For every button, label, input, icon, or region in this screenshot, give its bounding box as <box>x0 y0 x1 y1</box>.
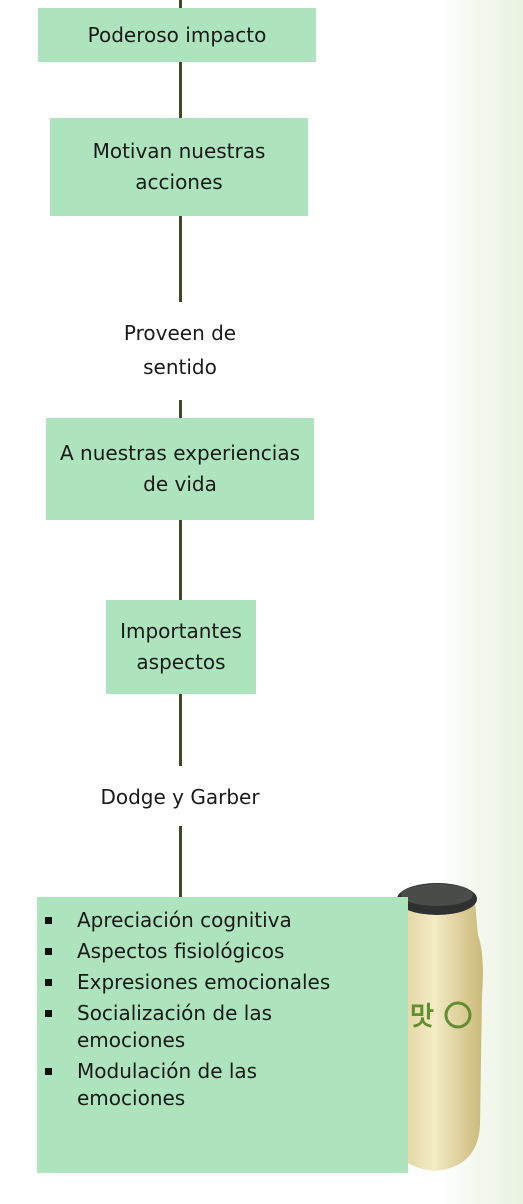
connector-line <box>179 826 182 898</box>
square-bullet-icon <box>45 1068 52 1075</box>
bottle-image: 맛 <box>385 883 483 1171</box>
list-item-text: Socialización de las emociones <box>77 1001 273 1052</box>
connector-line <box>179 694 182 766</box>
connector-line <box>179 400 182 418</box>
list-item: Apreciación cognitiva <box>37 907 408 934</box>
svg-text:맛: 맛 <box>410 1002 434 1032</box>
list-item: Modulación de las emociones <box>37 1058 297 1112</box>
list-item-text: Apreciación cognitiva <box>77 908 292 932</box>
connector-line <box>179 520 182 600</box>
list-item: Expresiones emocionales <box>37 969 408 996</box>
square-bullet-icon <box>45 1010 52 1017</box>
connector-line <box>179 216 182 302</box>
node-dodge-garber: Dodge y Garber <box>80 780 280 814</box>
node-importantes-aspectos: Importantes aspectos <box>106 600 256 694</box>
aspects-list-box: Apreciación cognitiva Aspectos fisiológi… <box>37 897 408 1173</box>
node-experiencias-vida: A nuestras experiencias de vida <box>46 418 314 520</box>
list-item-text: Expresiones emocionales <box>77 970 331 994</box>
aspects-list: Apreciación cognitiva Aspectos fisiológi… <box>37 907 408 1112</box>
node-poderoso-impacto: Poderoso impacto <box>38 8 316 62</box>
square-bullet-icon <box>45 979 52 986</box>
node-motivan-acciones: Motivan nuestras acciones <box>50 118 308 216</box>
connector-line <box>179 0 182 8</box>
square-bullet-icon <box>45 948 52 955</box>
list-item: Socialización de las emociones <box>37 1000 297 1054</box>
connector-line <box>179 62 182 118</box>
square-bullet-icon <box>45 917 52 924</box>
list-item: Aspectos fisiológicos <box>37 938 408 965</box>
list-item-text: Aspectos fisiológicos <box>77 939 285 963</box>
list-item-text: Modulación de las emociones <box>77 1059 258 1110</box>
node-proveen-sentido: Proveen de sentido <box>100 316 260 384</box>
